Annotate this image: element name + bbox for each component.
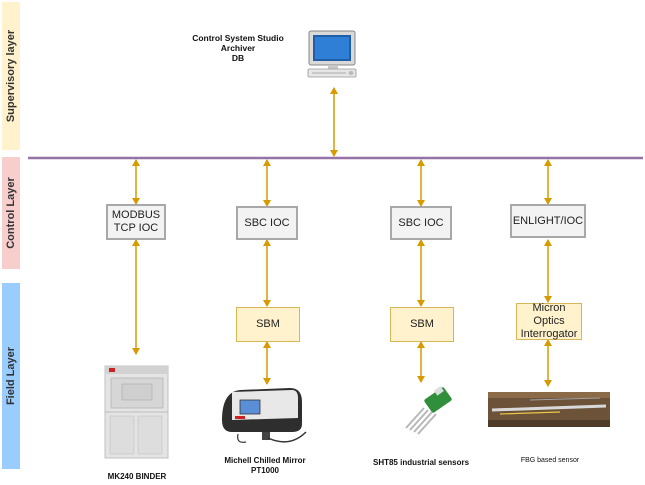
sbc-ioc-label-2: SBC IOC <box>398 216 444 229</box>
control-layer-band: Control Layer <box>2 157 20 269</box>
micron-label-line1: Micron Optics <box>532 302 566 327</box>
supervisory-label-line2: Archiver <box>220 43 256 53</box>
modbus-label-line2: TCP IOC <box>113 222 159 234</box>
sbc-ioc-box-2: SBC IOC <box>390 206 452 240</box>
supervisory-label-line3: DB <box>231 53 245 63</box>
chilled-mirror-caption-line2: PT1000 <box>250 466 280 475</box>
modbus-tcp-ioc-box: MODBUS TCP IOC <box>106 204 166 240</box>
field-layer-band: Field Layer <box>2 283 20 469</box>
supervisory-label-line1: Control System Studio <box>192 33 284 43</box>
micron-label-line2: Interrogator <box>520 328 578 340</box>
chilled-mirror-image <box>222 388 307 443</box>
sbc-ioc-label-1: SBC IOC <box>244 216 290 229</box>
sbc-ioc-box-1: SBC IOC <box>236 206 298 240</box>
sbm-box-2: SBM <box>390 307 454 342</box>
sht85-caption: SHT85 industrial sensors <box>372 458 470 467</box>
sht85-sensor-image <box>405 386 452 435</box>
supervisory-layer-band: Supervisory layer <box>2 2 20 150</box>
fbg-caption: FBG based sensor <box>520 457 580 464</box>
binder-chamber-image <box>104 365 169 459</box>
sbm-label-1: SBM <box>256 318 280 330</box>
micron-optics-interrogator-box: Micron Optics Interrogator <box>516 302 582 340</box>
modbus-label-line1: MODBUS <box>111 209 161 221</box>
sbm-label-2: SBM <box>410 318 434 330</box>
sbm-box-1: SBM <box>236 307 300 342</box>
supervisory-system-label: Control System Studio Archiver DB <box>183 33 293 63</box>
chilled-mirror-caption: Michell Chilled Mirror PT1000 <box>210 456 320 476</box>
fbg-sensor-image <box>488 392 610 427</box>
computer-icon <box>307 30 357 78</box>
enlight-ioc-label: ENLIGHT/IOC <box>512 214 584 227</box>
binder-caption: MK240 BINDER <box>107 472 167 481</box>
chilled-mirror-caption-line1: Michell Chilled Mirror <box>224 456 306 465</box>
enlight-ioc-box: ENLIGHT/IOC <box>510 204 586 238</box>
